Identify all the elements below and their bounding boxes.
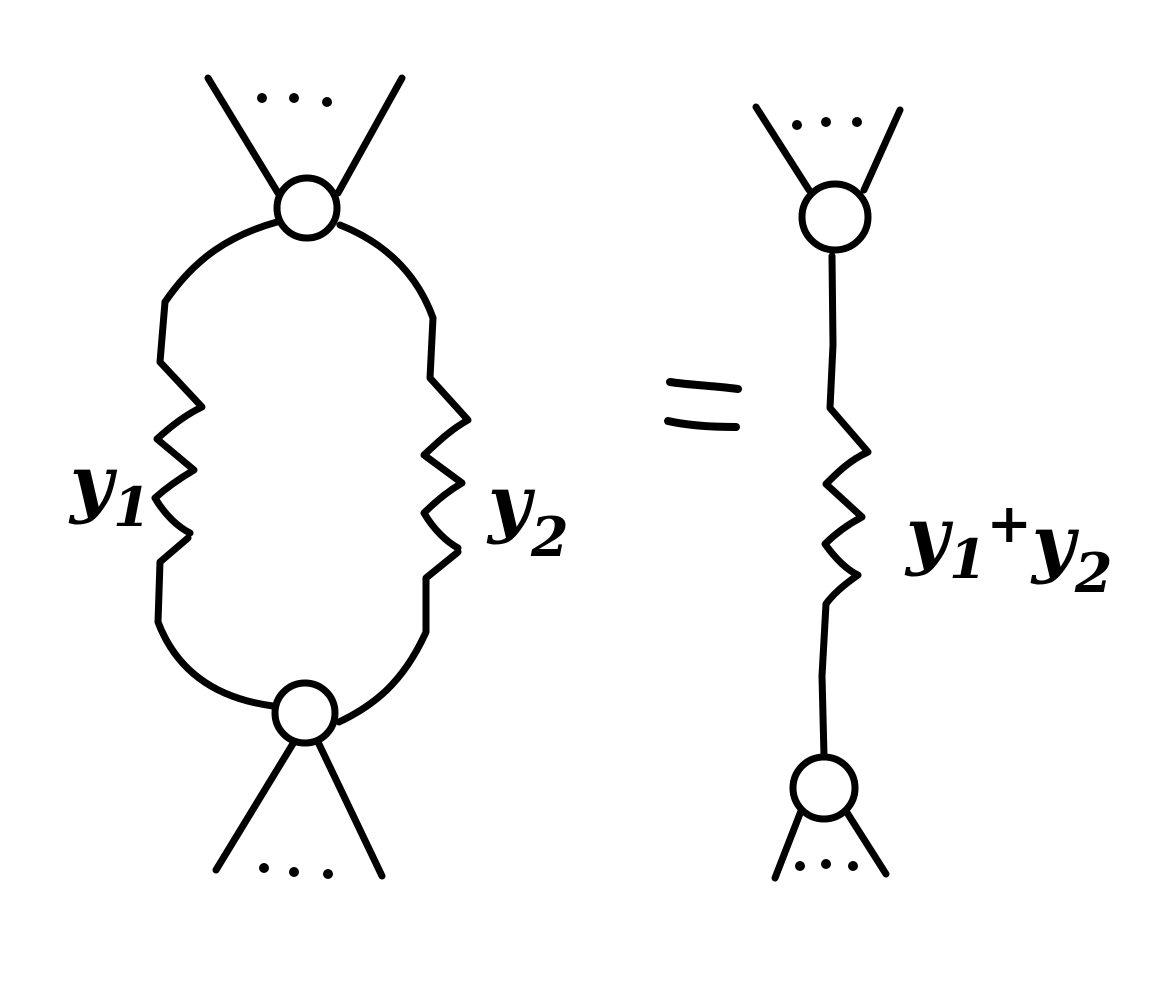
combined-label-term-2-symbol: y [1030,500,1080,586]
branch-1-label-subscript: 1 [113,475,151,539]
right-bottom-ellipsis-icon [795,859,858,871]
right-bottom-leg-left [771,807,805,882]
left-top-leg-left [204,74,282,197]
equals-icon [664,378,742,431]
combined-label-term-1-subscript: 1 [949,527,987,591]
left-top-leg-right [334,74,406,197]
left-bottom-leg-left [212,738,298,874]
combined-edge-label: y1+y2 [904,491,1112,605]
branch-1-label: y1 [68,440,151,539]
left-branch-2-edge [335,221,472,726]
combined-label-term-1-symbol: y [904,492,954,578]
left-bottom-ellipsis-icon [259,863,333,879]
left-bottom-vertex [271,679,339,747]
left-branch-1-edge [151,218,281,710]
combined-label-operator: + [987,491,1032,555]
right-bottom-external-legs [771,807,890,882]
right-top-vertex [798,180,872,254]
right-bottom-leg-right [842,807,890,878]
left-top-ellipsis-icon [257,93,332,107]
left-top-vertex [273,174,341,242]
right-top-leg-left [752,103,813,194]
right-bottom-vertex [789,753,859,823]
right-top-external-legs [752,103,904,194]
right-graph: y1+y2 [752,103,1112,882]
branch-2-label-subscript: 2 [530,505,569,569]
combined-label-term-2-subscript: 2 [1074,541,1113,605]
branch-2-label: y2 [486,460,569,569]
branch-2-label-symbol: y [486,460,536,546]
left-bottom-leg-right [314,738,386,880]
right-top-ellipsis-icon [792,117,862,130]
left-bottom-external-legs [212,738,386,880]
left-graph: y1 y2 [68,74,569,880]
left-top-external-legs [204,74,406,197]
right-top-leg-right [860,106,904,194]
right-combined-edge [818,252,872,760]
branch-1-label-symbol: y [68,440,118,526]
